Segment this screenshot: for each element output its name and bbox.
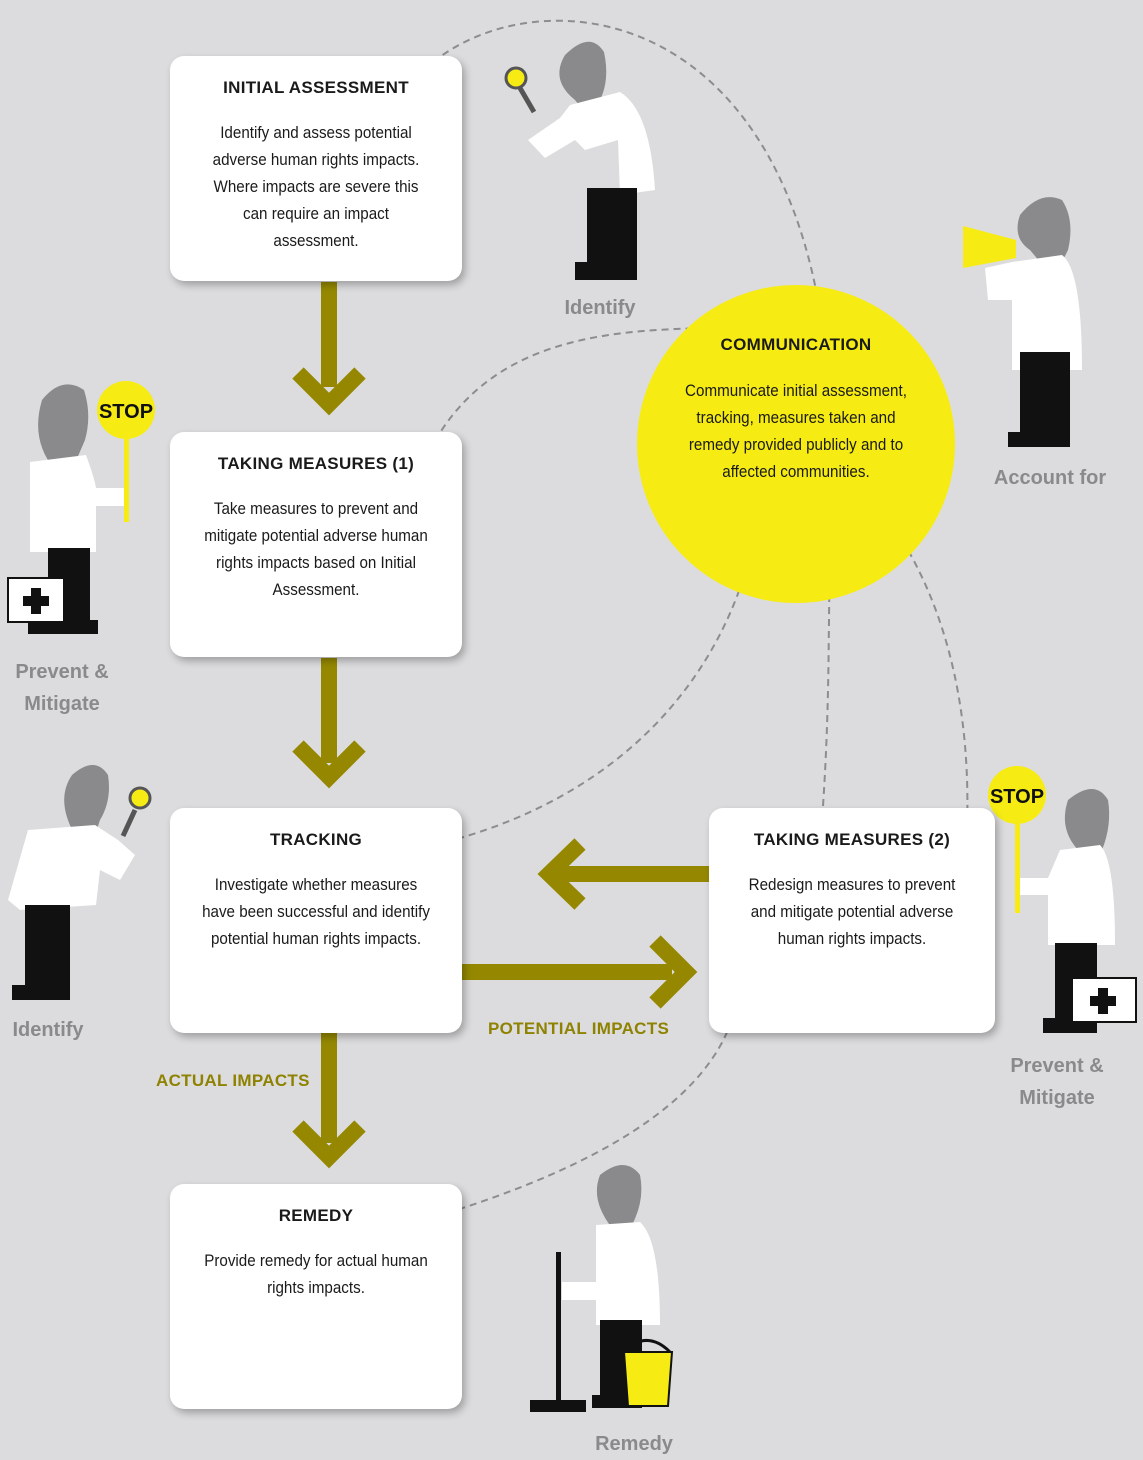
label-prevent-left: Prevent & Mitigate	[15, 661, 109, 715]
figure-account-for	[963, 197, 1082, 447]
magnifier-icon	[504, 66, 537, 114]
label-identify-top: Identify	[564, 297, 636, 319]
figure-head	[596, 1165, 642, 1228]
box-title: TAKING MEASURES (2)	[753, 830, 951, 849]
stop-sign-text: STOP	[99, 401, 153, 423]
communication-circle: COMMUNICATION Communicate initial assess…	[637, 285, 955, 603]
medical-kit-icon	[7, 577, 65, 623]
figure-head	[38, 384, 89, 470]
figure-head	[559, 41, 607, 116]
figure-head	[1064, 789, 1110, 852]
tracking-box: TRACKING Investigate whether measures ha…	[170, 808, 462, 1033]
figure-body	[985, 255, 1082, 370]
medical-kit-icon	[1071, 977, 1137, 1023]
figure-identify-top	[504, 41, 655, 280]
box-title: REMEDY	[278, 1206, 354, 1225]
circle-title: COMMUNICATION	[720, 335, 872, 354]
arrow-tracking-to-remedy	[292, 1033, 366, 1169]
figure-legs	[1020, 352, 1070, 447]
potential-impacts-label: POTENTIAL IMPACTS	[488, 1019, 670, 1038]
circle-body: Communicate initial assessment, tracking…	[685, 382, 907, 481]
figure-identify-left	[8, 765, 152, 1000]
bucket-icon	[622, 1339, 674, 1407]
figure-head	[64, 765, 109, 835]
dashed-arrow-measures1-to-communication	[423, 322, 713, 463]
figure-body	[1020, 845, 1115, 945]
figure-body	[8, 825, 135, 910]
box-title: TAKING MEASURES (1)	[217, 454, 415, 473]
arrow-tracking-to-measures2	[462, 935, 698, 1009]
figure-body	[30, 455, 128, 552]
initial-assessment-box: INITIAL ASSESSMENT Identify and assess p…	[170, 56, 462, 281]
label-prevent-right: Prevent & Mitigate	[1010, 1055, 1104, 1109]
figure-prevent-right: STOP	[988, 766, 1137, 1033]
arrow-initial-to-measures1	[292, 282, 366, 416]
figure-prevent-left: STOP	[7, 381, 155, 634]
dashed-connectors	[423, 19, 969, 1221]
box-body: Identify and assess potential adverse hu…	[212, 124, 420, 250]
actual-impacts-label: ACTUAL IMPACTS	[156, 1071, 310, 1090]
magnifier-icon	[120, 786, 152, 838]
figure-body	[528, 92, 655, 195]
label-account-for: Account for	[993, 467, 1107, 489]
figure-remedy	[530, 1165, 674, 1412]
box-body: Redesign measures to prevent and mitigat…	[748, 876, 956, 948]
dashed-arrow-tracking-to-communication	[433, 545, 757, 846]
figure-body	[562, 1222, 660, 1325]
label-identify-left: Identify	[12, 1019, 84, 1041]
dashed-line-remedy-to-measures2	[423, 1029, 729, 1221]
label-remedy: Remedy	[595, 1433, 673, 1455]
box-body: Investigate whether measures have been s…	[202, 876, 430, 948]
arrow-measures2-to-tracking	[537, 838, 710, 910]
flow-arrows	[292, 282, 710, 1169]
dashed-arrow-measures2-right-to-communication	[884, 513, 969, 849]
stop-sign-icon: STOP	[988, 766, 1046, 913]
arrow-measures1-to-tracking	[292, 658, 366, 789]
stop-sign-icon: STOP	[97, 381, 155, 522]
box-title: TRACKING	[269, 830, 363, 849]
stop-sign-text: STOP	[990, 786, 1044, 808]
remedy-box: REMEDY Provide remedy for actual human r…	[170, 1184, 462, 1409]
box-title: INITIAL ASSESSMENT	[223, 78, 409, 97]
box-body: Take measures to prevent and mitigate po…	[204, 500, 428, 599]
megaphone-icon	[963, 226, 1016, 268]
broom-icon	[530, 1252, 586, 1412]
figure-head	[1017, 197, 1071, 262]
figure-legs	[25, 905, 70, 1000]
taking-measures-1-box: TAKING MEASURES (1) Take measures to pre…	[170, 432, 462, 657]
taking-measures-2-box: TAKING MEASURES (2) Redesign measures to…	[709, 808, 995, 1033]
box-body: Provide remedy for actual human rights i…	[204, 1252, 428, 1297]
